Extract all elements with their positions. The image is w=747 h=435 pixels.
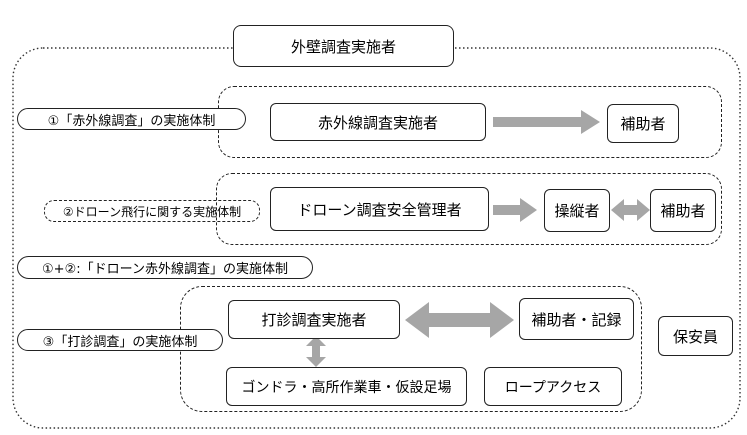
arrow-manager-to-pilot xyxy=(493,198,537,222)
top-title-box: 外壁調査実施者 xyxy=(233,25,454,67)
combined-group-label: ①+②:「ドローン赤外線調査」の実施体制 xyxy=(17,256,313,279)
security-guard-box: 保安員 xyxy=(658,316,733,356)
drone-manager-box: ドローン調査安全管理者 xyxy=(270,187,489,231)
arrow-infrared-to-assistant xyxy=(493,110,600,134)
percussion-assistant-record-box: 補助者・記録 xyxy=(519,298,634,340)
percussion-lead-box: 打診調査実施者 xyxy=(228,300,400,339)
arrow-percussion-equipment-double xyxy=(306,336,326,367)
drone-assistant-box: 補助者 xyxy=(650,189,716,232)
drone-pilot-box: 操縦者 xyxy=(544,189,610,232)
infrared-assistant-box: 補助者 xyxy=(607,104,679,143)
infrared-lead-box: 赤外線調査実施者 xyxy=(270,103,486,141)
percussion-rope-box: ロープアクセス xyxy=(484,367,622,406)
drone-group-frame xyxy=(216,173,722,245)
percussion-group-label: ③「打診調査」の実施体制 xyxy=(17,329,223,351)
drone-group-label-frame xyxy=(44,200,260,222)
infrared-group-label: ①「赤外線調査」の実施体制 xyxy=(17,108,246,130)
arrow-percussion-assistant-double xyxy=(405,302,514,338)
top-title: 外壁調査実施者 xyxy=(290,37,396,56)
arrow-pilot-assistant-double xyxy=(611,199,650,221)
percussion-equipment-box: ゴンドラ・高所作業車・仮設足場 xyxy=(226,367,467,406)
drone-group-label: ②ドローン飛行に関する実施体制 xyxy=(62,204,242,219)
